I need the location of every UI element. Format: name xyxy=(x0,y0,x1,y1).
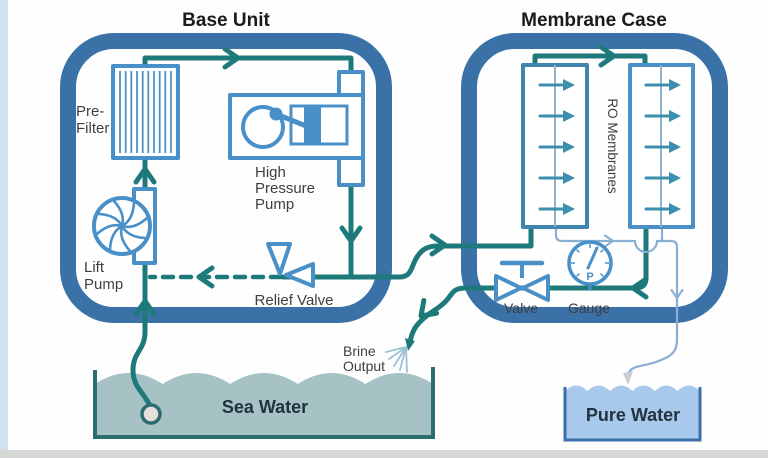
piping xyxy=(130,44,684,425)
valve-bowtie-right xyxy=(521,274,550,302)
membrane-right-flow-arrows xyxy=(644,79,681,215)
membrane-case-frame xyxy=(461,33,728,323)
arrow-into-prefilter xyxy=(133,166,157,185)
base-unit-frame xyxy=(60,33,392,323)
gauge-label: Gauge xyxy=(568,300,610,316)
brine-nozzle xyxy=(405,338,415,351)
brine-output-label-line2: Output xyxy=(343,358,385,374)
valve-label: Valve xyxy=(504,300,538,316)
case-valve xyxy=(494,260,550,302)
pre-filter xyxy=(111,64,180,160)
pure-water-nozzle xyxy=(623,371,633,385)
membrane-left-flow-arrows xyxy=(538,79,575,215)
lift-pump-label-line2: Pump xyxy=(84,276,123,293)
high-pressure-pump xyxy=(228,70,365,187)
gauge-needle xyxy=(586,246,599,270)
pre-filter-label-line1: Pre- xyxy=(76,103,104,120)
relief-valve-side-cone xyxy=(284,262,315,288)
ro-membrane-right xyxy=(628,63,695,229)
pure-water-tank: Pure Water xyxy=(563,385,702,442)
relief-valve-upper-cone xyxy=(266,242,292,276)
sea-water-surface xyxy=(95,373,434,437)
arrow-brine-out xyxy=(418,297,440,319)
permeate-pipe xyxy=(554,225,679,378)
gauge-ticks xyxy=(571,244,609,277)
brine-spray xyxy=(385,346,408,373)
relief-valve-label: Relief Valve xyxy=(255,292,334,309)
intake-strainer xyxy=(140,403,162,425)
sea-water-label: Sea Water xyxy=(222,397,308,417)
arrow-relief-return xyxy=(196,265,215,289)
pressure-gauge: P xyxy=(567,240,613,290)
base-unit-title: Base Unit xyxy=(182,10,270,31)
pre-filter-body xyxy=(111,64,180,160)
arrow-top-loop xyxy=(222,46,241,70)
brine-pipe xyxy=(407,222,649,345)
membrane-crossover-pipe xyxy=(532,53,648,69)
brine-output-label-line1: Brine xyxy=(343,343,376,359)
left-edge-strip xyxy=(0,0,8,452)
pure-water-tank-walls xyxy=(563,387,702,442)
lift-pump-label-line1: Lift xyxy=(84,259,105,276)
ro-membrane-left xyxy=(521,63,589,229)
feed-to-case-pipe xyxy=(280,219,534,280)
pump-check-valve-bottom xyxy=(337,156,365,187)
labels: Pre- Filter High Pressure Pump Lift Pump… xyxy=(76,98,620,374)
pump-connecting-rod xyxy=(273,111,309,129)
gauge-dial-letter: P xyxy=(586,271,593,283)
hpp-label-line1: High xyxy=(255,164,286,181)
hpp-label-line3: Pump xyxy=(255,196,294,213)
sea-water-tank-walls xyxy=(93,367,435,439)
intake-pipe xyxy=(130,155,154,411)
valve-bowtie-left xyxy=(494,274,523,302)
arrow-pump-down xyxy=(339,225,363,244)
arrow-crossover xyxy=(598,44,617,68)
pump-piston xyxy=(304,106,321,144)
pure-water-label: Pure Water xyxy=(586,405,680,425)
arrow-intake-up xyxy=(133,298,157,317)
arrow-permeate-down xyxy=(670,288,684,300)
ro-membranes-label: RO Membranes xyxy=(605,98,620,194)
arrow-feed-into-case xyxy=(429,233,448,257)
sea-water-tank: Sea Water xyxy=(93,367,435,439)
relief-valve xyxy=(266,242,315,288)
arrow-brine-left xyxy=(630,276,649,300)
arrow-permeate-right xyxy=(603,234,615,248)
lift-pump xyxy=(92,187,157,265)
membrane-case-title: Membrane Case xyxy=(521,10,667,31)
hpp-label-line2: Pressure xyxy=(255,180,315,197)
bottom-edge-strip xyxy=(0,450,768,458)
pure-water-surface xyxy=(565,385,700,440)
pre-filter-label-line2: Filter xyxy=(76,120,109,137)
impeller-blades xyxy=(95,199,149,253)
pre-filter-stripes xyxy=(119,71,172,153)
flow-arrows xyxy=(133,44,649,319)
